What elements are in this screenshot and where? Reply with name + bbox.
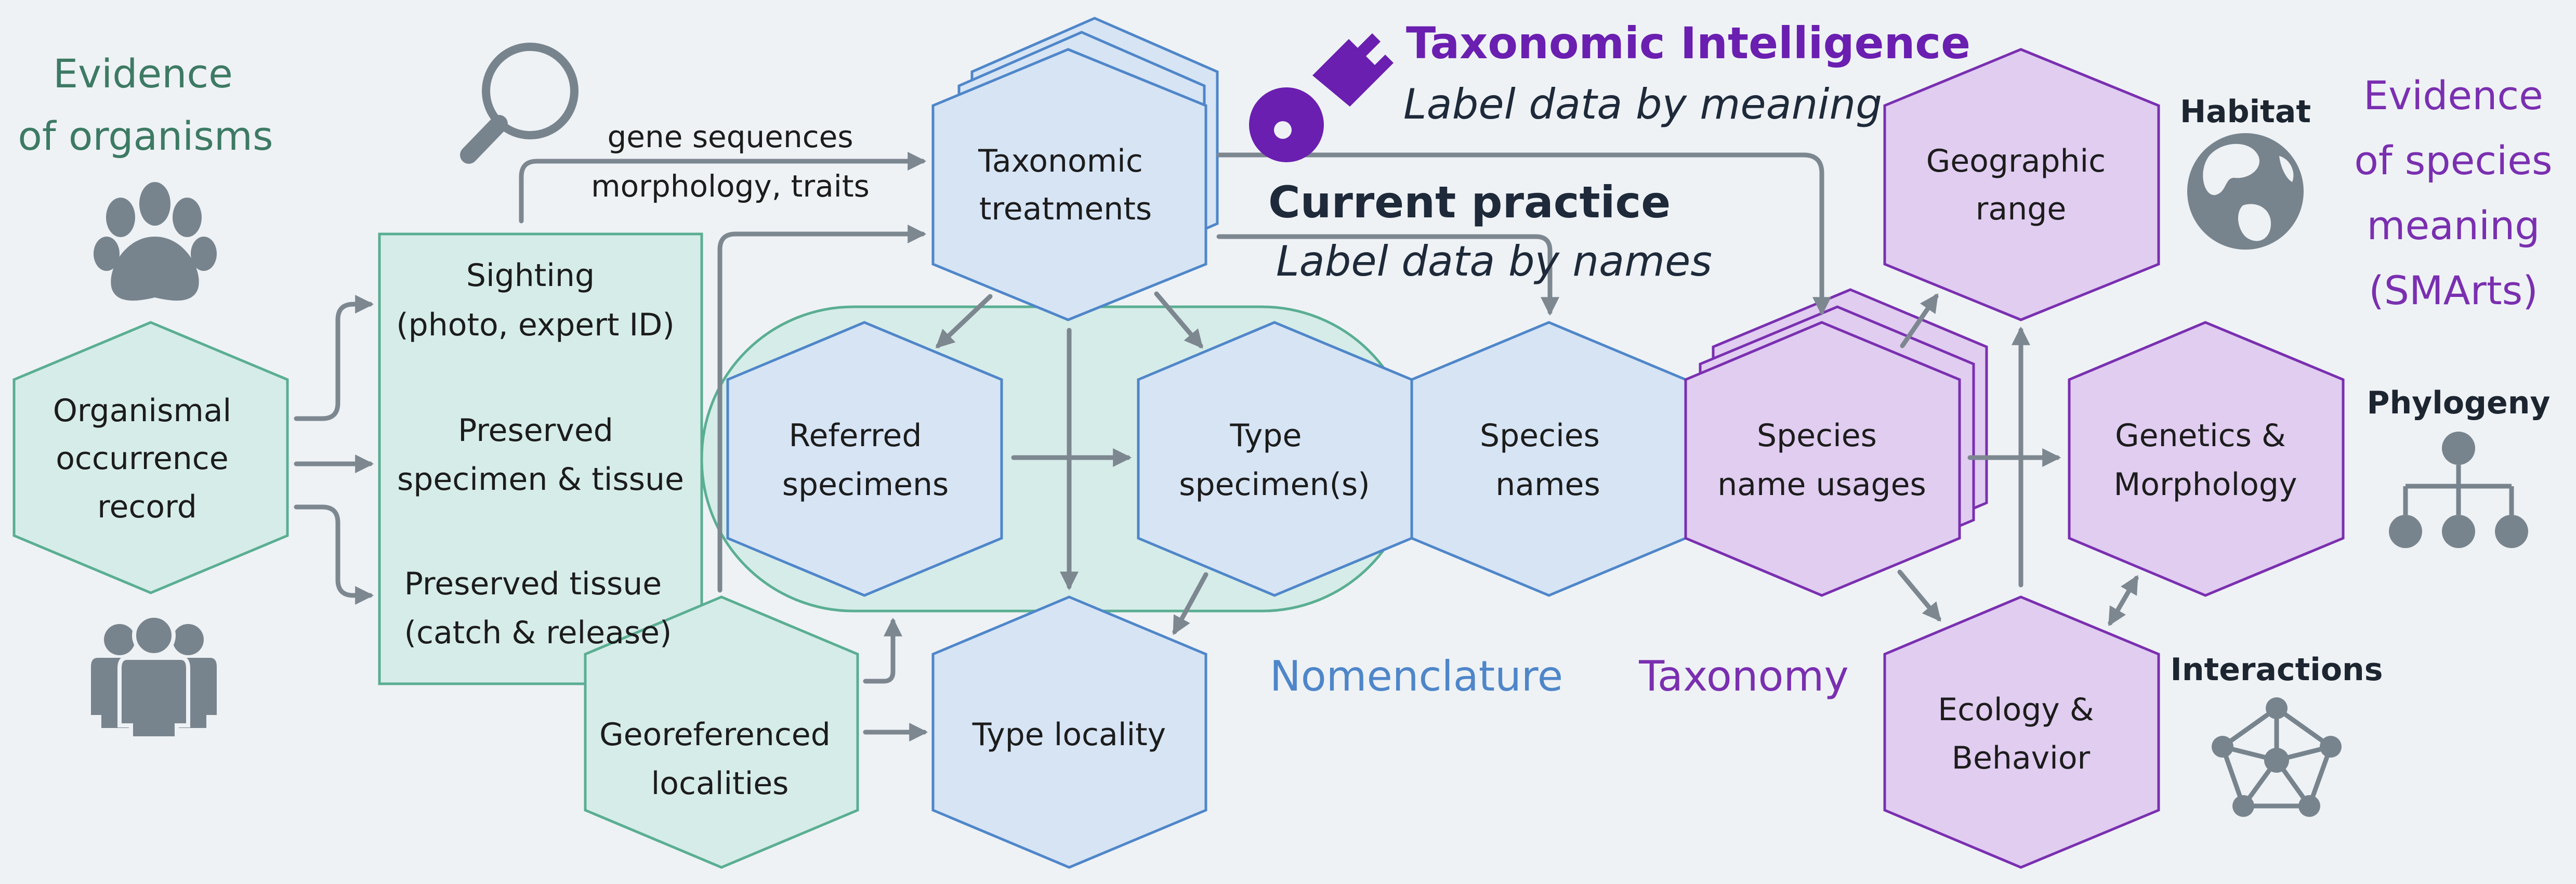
preserved-tissue-label: Preserved tissue (catch & release): [404, 566, 672, 651]
phylogeny-label: Phylogeny: [2367, 385, 2550, 421]
arrow-treatments-to-type: [1154, 291, 1203, 349]
type-specimens-label: Type specimen(s): [1179, 418, 1370, 503]
globe-icon: [2187, 133, 2304, 250]
evidence-species-line2: of species: [2354, 137, 2552, 184]
current-practice-subtitle: Label data by names: [1276, 237, 1712, 285]
preserved-specimen-label: Preserved specimen & tissue: [397, 412, 684, 498]
taxonomic-intelligence-subtitle: Label data by meaning: [1403, 80, 1882, 128]
genetics-morphology-hex: [2068, 321, 2345, 597]
arrow-geo-to-referred: [863, 617, 902, 684]
arrow-type-to-typelocality: [1172, 572, 1208, 635]
organismal-record-hex: [12, 321, 289, 594]
arrow-ecology-genetics: [2108, 575, 2139, 627]
geographic-range-label: Geographic range: [1926, 143, 2116, 227]
nomenclature-label: Nomenclature: [1270, 652, 1563, 700]
taxonomy-label: Taxonomy: [1638, 652, 1848, 700]
geographic-range-hex: [1883, 48, 2160, 321]
edge-label-morphology-traits: morphology, traits: [591, 168, 870, 204]
type-locality-label: Type locality: [972, 717, 1166, 753]
arrows: [294, 152, 2139, 742]
habitat-label: Habitat: [2180, 94, 2311, 130]
arrow-record-to-tissue: [294, 504, 374, 605]
type-locality-hex: [931, 595, 1207, 869]
georeferenced-label: Georeferenced localities: [599, 717, 840, 802]
arrow-treatments-to-names: [1216, 234, 1559, 316]
arrow-panel-to-treatments: [717, 225, 927, 593]
species-names-hex: [1410, 321, 1687, 597]
interactions-label: Interactions: [2171, 652, 2383, 688]
organismal-record-label: Organismal occurrence record: [53, 393, 242, 525]
current-practice-title: Current practice: [1268, 177, 1671, 228]
evidence-species-line4: (SMArts): [2369, 267, 2538, 314]
network-icon: [2212, 697, 2342, 817]
evidence-species-line3: meaning: [2367, 202, 2540, 249]
species-name-usages-hex: [1684, 321, 1961, 597]
species-name-usages-label: Species name usages: [1717, 418, 1926, 503]
taxonomic-treatments-label: Taxonomic treatments: [978, 143, 1153, 227]
evidence-organisms-line1: Evidence: [53, 50, 233, 97]
arrow-treatments-to-usages: [1216, 152, 1831, 316]
arrow-usages-to-ecology: [1897, 569, 1941, 622]
paw-icon: [94, 182, 217, 301]
species-names-label: Species names: [1480, 418, 1610, 503]
type-specimens-hex: [1137, 321, 1413, 597]
genetics-morphology-label: Genetics & Morphology: [2114, 418, 2297, 503]
magnifier-icon: [460, 43, 579, 164]
evidence-species-line1: Evidence: [2363, 72, 2543, 119]
specimen-panel: [378, 232, 703, 685]
key-icon: [1249, 33, 1394, 162]
edge-label-gene-sequences: gene sequences: [607, 119, 853, 154]
evidence-organisms-line2: of organisms: [18, 113, 273, 159]
ecology-behavior-label: Ecology & Behavior: [1938, 692, 2104, 776]
arrow-record-to-sighting: [294, 295, 374, 421]
ecology-behavior-hex: [1883, 595, 2160, 869]
people-icon: [91, 614, 217, 740]
referred-specimens-hex: [726, 321, 1003, 597]
taxonomic-intelligence-title: Taxonomic Intelligence: [1406, 18, 1970, 69]
tree-icon: [2389, 432, 2528, 548]
arrow-usages-to-range: [1900, 293, 1939, 348]
georeferenced-localities-hex: [584, 595, 859, 869]
arrow-treatments-to-referred: [935, 294, 993, 348]
sighting-label: Sighting (photo, expert ID): [396, 257, 675, 343]
arrow-sighting-to-treatments: [519, 152, 927, 224]
referred-specimens-label: Referred specimens: [782, 418, 949, 503]
taxonomic-treatments-hex: [931, 48, 1207, 321]
